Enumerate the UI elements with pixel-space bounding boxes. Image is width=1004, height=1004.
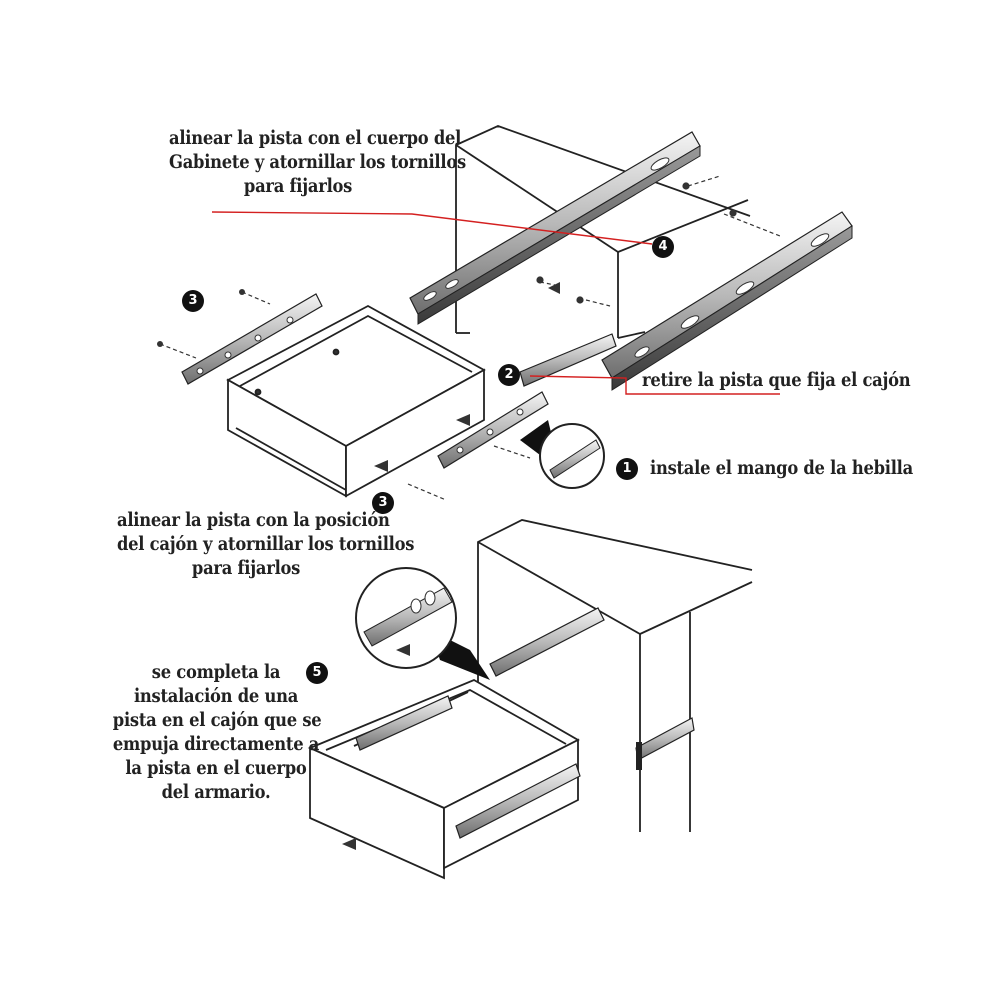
step4-line-1: alinear la pista con el cuerpo del <box>169 127 462 149</box>
step4-line-2: Gabinete y atornillar los tornillos <box>169 151 466 173</box>
step5-line-5: la pista en el cuerpo <box>125 757 307 779</box>
step5-line-4: empuja directamente a <box>112 733 320 755</box>
step4-description: alinear la pista con el cuerpo del Gabin… <box>169 126 466 198</box>
detail-circle-bottom <box>355 567 490 680</box>
step4-badge: 4 <box>652 236 674 258</box>
leader-lines <box>211 211 780 395</box>
cabinet-rail-right <box>601 211 853 391</box>
step5-description: se completa la instalación de una pista … <box>112 660 322 804</box>
step3-line-1: alinear la pista con la posición <box>117 509 390 531</box>
step5-line-3: pista en el cajón que se <box>112 709 322 731</box>
step3-bottom-badge: 3 <box>372 492 394 514</box>
cabinet-top <box>455 125 751 339</box>
cabinet-rail-bottom <box>489 607 695 770</box>
step5-line-1: se completa la <box>151 661 281 683</box>
step1-badge: 1 <box>616 458 638 480</box>
step5-line-2: instalación de una <box>133 685 299 707</box>
step3-description: alinear la pista con la posición del caj… <box>117 508 415 580</box>
leader-line-step2 <box>529 375 780 395</box>
drawer-rail-loose <box>157 289 323 385</box>
cabinet-rail-left <box>409 131 701 325</box>
step3-line-2: del cajón y atornillar los tornillos <box>117 533 415 555</box>
step4-line-3: para fijarlos <box>243 175 353 197</box>
direction-arrows <box>342 282 560 850</box>
step2-description: retire la pista que fija el cajón <box>642 369 911 391</box>
leader-line-step4 <box>211 211 653 245</box>
detail-circle-mid <box>520 420 605 489</box>
step3-top-badge: 3 <box>182 290 204 312</box>
step1-description: instale el mango de la hebilla <box>650 457 913 479</box>
step2-badge: 2 <box>498 364 520 386</box>
step3-line-3: para fijarlos <box>191 557 301 579</box>
step5-badge: 5 <box>306 662 328 684</box>
step5-line-6: del armario. <box>161 781 271 803</box>
drawer-side-rail <box>407 333 617 501</box>
drawer-rail-bottom <box>355 695 581 839</box>
